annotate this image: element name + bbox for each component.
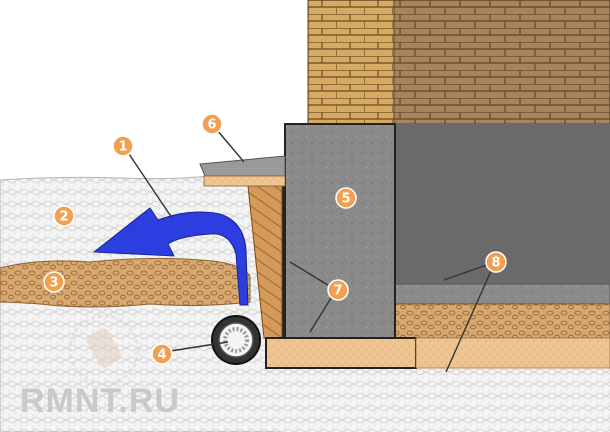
- watermark-text: RMNT.RU: [20, 382, 180, 420]
- brick-column: [307, 0, 395, 125]
- marker-circle: [43, 271, 65, 293]
- footing: [265, 337, 417, 369]
- floor-slab: [393, 283, 610, 305]
- marker-6: 6: [201, 113, 223, 135]
- drainage-pipe: [211, 315, 261, 365]
- water-flow-arrow: [92, 207, 249, 306]
- marker-8: 8: [485, 251, 507, 273]
- marker-3: 3: [43, 271, 65, 293]
- marker-label: 3: [49, 276, 58, 291]
- marker-circle: [151, 343, 173, 365]
- marker-circle: [327, 279, 349, 301]
- marker-circle: [485, 251, 507, 273]
- marker-4: 4: [151, 343, 173, 365]
- marker-label: 8: [491, 256, 500, 271]
- marker-label: 5: [341, 192, 350, 207]
- marker-label: 7: [333, 284, 342, 299]
- marker-group: 1 2 3 4 5 6 7 8: [43, 113, 507, 365]
- leader-lines: [124, 129, 496, 373]
- marker-circle: [201, 113, 223, 135]
- floor-gravel: [393, 303, 610, 339]
- marker-circle: [112, 135, 134, 157]
- marker-circle: [53, 205, 75, 227]
- sand-bed: [415, 337, 610, 369]
- marker-label: 6: [207, 118, 216, 133]
- foundation-wall: [284, 123, 396, 339]
- blind-area-base: [203, 175, 286, 187]
- marker-5: 5: [335, 187, 357, 209]
- brick-wall: [393, 0, 610, 125]
- clay-layer: [0, 257, 251, 308]
- marker-2: 2: [53, 205, 75, 227]
- marker-1: 1: [112, 135, 134, 157]
- marker-circle: [335, 187, 357, 209]
- marker-7: 7: [327, 279, 349, 301]
- blind-area: [199, 155, 286, 177]
- soil-right: [280, 360, 610, 432]
- marker-label: 2: [59, 210, 68, 225]
- marker-label: 1: [118, 140, 127, 155]
- waterproofing: [280, 176, 286, 338]
- watermark-logo: [68, 314, 140, 386]
- marker-label: 4: [157, 348, 166, 363]
